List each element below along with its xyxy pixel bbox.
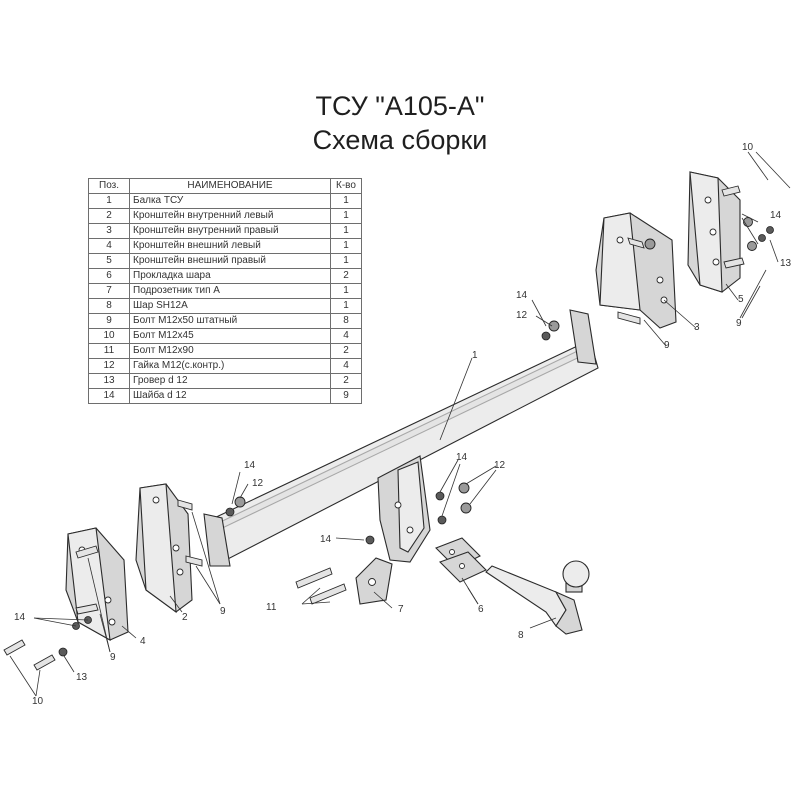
callout-14-center: 14 — [456, 452, 468, 463]
callout-14-beam-right: 14 — [516, 290, 528, 301]
bracket-inner-right — [595, 212, 677, 329]
callout-4: 4 — [140, 636, 146, 647]
callout-10-bottom: 10 — [32, 696, 44, 707]
callout-2: 2 — [182, 612, 188, 623]
callout-12-beam-right: 12 — [516, 310, 528, 321]
bracket-inner-left — [135, 483, 193, 614]
leader-lines — [9, 151, 791, 697]
callout-3: 3 — [694, 322, 700, 333]
parts-cell-pos: 14 — [88, 388, 130, 404]
callout-14-beam-left: 14 — [244, 460, 256, 471]
callout-1: 1 — [472, 350, 478, 361]
parts-cell-qty: 4 — [330, 358, 362, 374]
callout-13-right: 13 — [780, 258, 792, 269]
callout-14-left: 14 — [14, 612, 26, 623]
callout-5: 5 — [738, 294, 744, 305]
parts-cell-qty: 2 — [330, 268, 362, 284]
parts-cell-name: Шайба d 12 — [129, 388, 331, 404]
diagram-title: ТСУ "А105-А" — [315, 91, 485, 121]
diagram-subtitle: Схема сборки — [312, 125, 488, 155]
callout-8: 8 — [518, 630, 524, 641]
callout-9-left-inner: 9 — [110, 652, 116, 663]
socket-plate — [355, 557, 393, 605]
callout-14-right: 14 — [770, 210, 782, 221]
callout-7: 7 — [398, 604, 404, 615]
callout-11: 11 — [266, 602, 277, 613]
callout-6: 6 — [478, 604, 484, 615]
callout-9-right: 9 — [664, 340, 670, 351]
callout-9-center: 9 — [220, 606, 226, 617]
callout-12-center: 12 — [494, 460, 506, 471]
bolts-and-fasteners — [3, 185, 774, 671]
callout-13-left: 13 — [76, 672, 88, 683]
callout-12-beam-left: 12 — [252, 478, 264, 489]
ball-spacers — [435, 537, 487, 583]
tow-ball — [485, 560, 590, 635]
callout-labels: 1 2 3 4 5 6 7 8 9 9 9 9 10 10 11 12 12 1… — [14, 142, 792, 707]
tow-beam — [203, 309, 599, 567]
parts-cell-qty: 9 — [330, 388, 362, 404]
callout-10-top: 10 — [742, 142, 754, 153]
callout-9-far-right: 9 — [736, 318, 742, 329]
callout-14-socket: 14 — [320, 534, 332, 545]
